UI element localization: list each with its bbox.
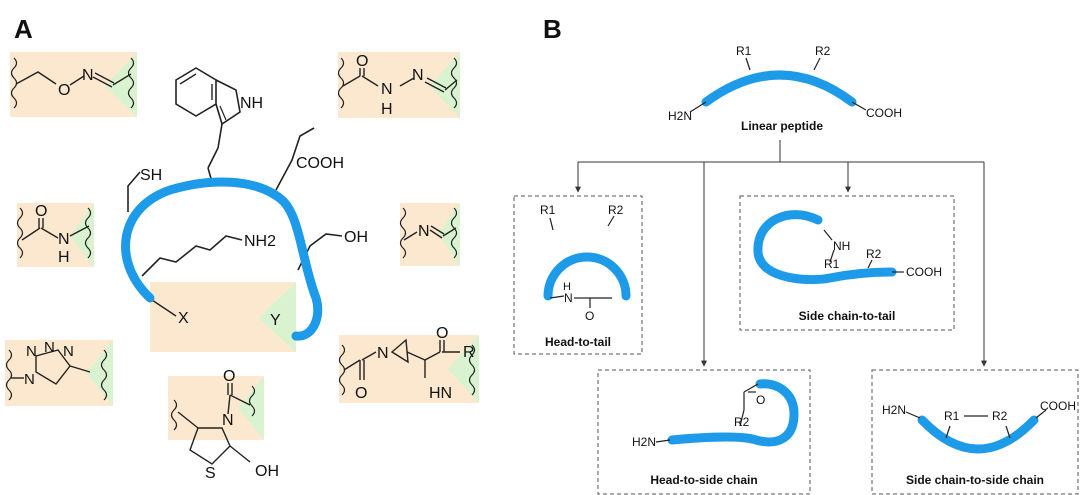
aziridine-n-label: N: [377, 345, 389, 362]
htsc-h2n-label: H2N: [632, 435, 656, 449]
acid-label: COOH: [296, 155, 344, 172]
thiazolidine-oh-label: OH: [255, 463, 279, 480]
oxime-o-label: O: [58, 82, 70, 99]
thiazolidine-n-label: N: [222, 412, 234, 429]
panel-a: A O N O: [5, 14, 479, 482]
linear-title: Linear peptide: [741, 119, 823, 133]
triazole-n1-label: N: [24, 371, 35, 388]
terminus-y-label: Y: [270, 312, 281, 329]
htt-o-label: O: [585, 309, 594, 323]
triazole-linkage-box: N N N N: [5, 339, 113, 406]
amide-o-label: O: [35, 203, 47, 220]
amide-linkage-box: O N H: [16, 203, 94, 267]
htt-n-label: N: [564, 291, 573, 305]
hydrazone-linkage-box: O N N H: [337, 52, 460, 118]
linear-cooh-label: COOH: [866, 106, 902, 120]
linear-h2n-label: H2N: [668, 109, 692, 123]
scsc-h2n-label: H2N: [882, 403, 906, 417]
amide-h-label: H: [58, 249, 70, 266]
thiazolidine-s-label: S: [205, 465, 216, 482]
connector-arrows: [575, 140, 987, 367]
imine-n-label: N: [418, 223, 430, 240]
aziridine-o2-label: O: [436, 325, 448, 342]
linear-r2-label: R2: [815, 44, 831, 58]
linear-backbone: [701, 70, 857, 107]
hydrazone-o-label: O: [356, 53, 368, 70]
side-chain-to-side-chain-box: H2N R1 R2 COOH Side chain-to-side chain: [871, 369, 1079, 495]
head-to-tail-box: R1 R2 H N O Head-to-tail: [513, 195, 643, 355]
aziridine-hn-label: HN: [429, 385, 452, 402]
scsc-cooh-label: COOH: [1040, 399, 1076, 413]
scsc-caption: Side chain-to-side chain: [906, 473, 1044, 487]
oxime-n-label: N: [82, 67, 94, 84]
panel-b-letter: B: [543, 14, 562, 44]
panel-a-letter: A: [14, 14, 33, 44]
aziridine-linkage-box: O N O R HN: [338, 325, 479, 403]
oxime-linkage-box: O N: [10, 52, 137, 117]
amine-label: NH2: [244, 233, 276, 250]
indole-nh-label: NH: [240, 95, 263, 112]
htsc-r2-label: R2: [734, 415, 750, 429]
amide-n-label: N: [58, 231, 70, 248]
sctt-r2-label: R2: [866, 247, 882, 261]
central-cyclic-peptide: NH SH COOH OH NH2 X Y: [121, 67, 368, 352]
hydrazone-n2-label: N: [412, 67, 424, 84]
scsc-r2-label: R2: [992, 409, 1008, 423]
aziridine-o1-label: O: [355, 385, 367, 402]
thiazolidine-linkage-box: O N S OH: [168, 368, 279, 482]
panel-a-backbone: [121, 177, 323, 341]
htt-caption: Head-to-tail: [545, 335, 611, 349]
alcohol-label: OH: [344, 229, 368, 246]
hydrazone-n1-label: N: [381, 81, 393, 98]
htsc-caption: Head-to-side chain: [650, 473, 757, 487]
hydrazone-h-label: H: [381, 101, 393, 118]
linear-peptide: R1 R2 H2N COOH Linear peptide: [668, 44, 902, 133]
triazole-n4-label: N: [63, 343, 74, 360]
sctt-cooh-label: COOH: [906, 265, 942, 279]
sctt-nh-label: NH: [833, 239, 850, 253]
aziridine-r-label: R: [463, 344, 475, 361]
head-to-side-chain-box: O R2 H2N Head-to-side chain: [597, 369, 811, 495]
htt-h-label: H: [563, 281, 571, 293]
linear-r1-label: R1: [736, 44, 752, 58]
terminus-x-label: X: [178, 310, 189, 327]
sctt-r1-label: R1: [824, 257, 840, 271]
panel-b: B R1 R2 H2N COOH Linear peptide: [513, 14, 1079, 495]
side-chain-to-tail-box: NH R1 R2 COOH Side chain-to-tail: [739, 195, 955, 331]
htt-r1-label: R1: [540, 203, 556, 217]
imine-linkage-box: N: [399, 203, 460, 266]
htsc-o-label: O: [756, 393, 765, 407]
sctt-caption: Side chain-to-tail: [799, 309, 896, 323]
htt-r2-label: R2: [608, 203, 624, 217]
triazole-n2-label: N: [26, 343, 37, 360]
scsc-r1-label: R1: [944, 409, 960, 423]
thiazolidine-o-label: O: [223, 368, 235, 385]
thiol-label: SH: [140, 167, 162, 184]
triazole-n3-label: N: [44, 339, 55, 356]
